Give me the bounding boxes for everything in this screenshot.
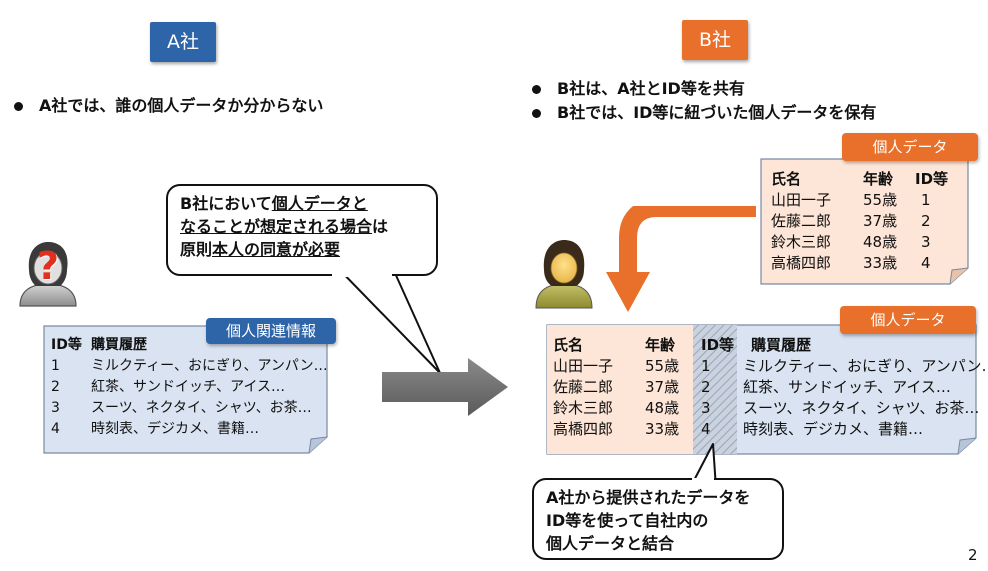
cell-id: 2	[701, 378, 711, 396]
bullet-text: A社では、誰の個人データか分からない	[39, 96, 324, 115]
cell-history: スーツ、ネクタイ、シャツ、お茶…	[743, 399, 980, 417]
b-sheet-top-tag: 個人データ	[842, 133, 978, 161]
callout-tail-join	[332, 273, 392, 277]
unknown-mark: ?	[36, 244, 60, 288]
cell-name: 高橋四郎	[553, 420, 614, 438]
bullet-text: B社では、ID等に紐づいた個人データを保有	[557, 103, 877, 122]
bullet-text: B社は、A社とID等を共有	[557, 79, 745, 98]
transfer-arrow-icon	[382, 358, 508, 416]
table-row: 佐藤二郎 37歳 2	[771, 211, 948, 232]
bullet-dot-icon	[532, 108, 541, 118]
cell-name: 佐藤二郎	[553, 378, 614, 396]
col-name-header: 氏名	[553, 336, 584, 354]
col-history-header: 購買履歴	[91, 337, 147, 353]
callout-text-underlined: なることが想定される場合	[180, 217, 373, 236]
cell-age: 48歳	[645, 399, 680, 417]
table-header: 氏名 年齢 ID等 購買履歴	[553, 335, 988, 356]
cell-age: 37歳	[645, 378, 680, 396]
a-sheet-table: ID等 購買履歴 1 ミルクティー、おにぎり、アンパン… 2 紅茶、サンドイッチ…	[51, 335, 328, 440]
callout-center: B社において個人データと なることが想定される場合は 原則本人の同意が必要	[166, 184, 438, 276]
table-row: 高橋四郎 33歳 4	[771, 253, 948, 274]
callout-text: 個人データと結合	[546, 534, 675, 553]
cell-name: 高橋四郎	[771, 254, 832, 272]
table-row: 佐藤二郎 37歳 2 紅茶、サンドイッチ、アイス…	[553, 377, 988, 398]
callout-text: 原則	[180, 240, 213, 259]
callout-text-underlined: 個人データと	[271, 194, 368, 213]
cell-id: 1	[51, 358, 60, 374]
table-header: ID等 購買履歴	[51, 335, 328, 356]
col-id-header: ID等	[915, 170, 949, 188]
col-age-header: 年齢	[863, 170, 894, 188]
cell-id: 3	[51, 400, 60, 416]
merge-arrow-icon	[606, 206, 756, 312]
cell-history: ミルクティー、おにぎり、アンパン…	[91, 358, 328, 374]
callout-text: は	[372, 217, 389, 236]
b-sheet-combined-table: 氏名 年齢 ID等 購買履歴 山田一子 55歳 1 ミルクティー、おにぎり、アン…	[553, 335, 988, 440]
cell-id: 4	[701, 420, 711, 438]
cell-history: 紅茶、サンドイッチ、アイス…	[743, 378, 951, 396]
col-history-header: 購買履歴	[751, 336, 812, 354]
col-name-header: 氏名	[771, 170, 802, 188]
cell-id: 1	[921, 191, 931, 209]
b-sheet-top-bg	[760, 158, 969, 285]
cell-history: 紅茶、サンドイッチ、アイス…	[91, 379, 286, 395]
cell-age: 55歳	[645, 357, 680, 375]
cell-age: 48歳	[863, 233, 898, 251]
bullet-dot-icon	[14, 101, 23, 111]
company-a-bullets: A社では、誰の個人データか分からない	[14, 94, 323, 118]
b-sheet-top-table: 氏名 年齢 ID等 山田一子 55歳 1 佐藤二郎 37歳 2 鈴木三郎 48歳…	[771, 169, 948, 274]
table-row: 山田一子 55歳 1 ミルクティー、おにぎり、アンパン…	[553, 356, 988, 377]
bullet-dot-icon	[532, 84, 541, 94]
table-row: 2 紅茶、サンドイッチ、アイス…	[51, 377, 328, 398]
company-b-label: B社	[682, 20, 748, 60]
page-number: 2	[968, 546, 978, 564]
cell-name: 鈴木三郎	[553, 399, 614, 417]
cell-name: 鈴木三郎	[771, 233, 832, 251]
cell-id: 2	[921, 212, 931, 230]
cell-id: 3	[701, 399, 711, 417]
table-row: 3 スーツ、ネクタイ、シャツ、お茶…	[51, 398, 328, 419]
table-row: 鈴木三郎 48歳 3	[771, 232, 948, 253]
cell-id: 1	[701, 357, 711, 375]
cell-id: 4	[51, 421, 60, 437]
cell-id: 2	[51, 379, 60, 395]
callout-bottom-tail	[689, 443, 717, 489]
callout-text: A社から提供されたデータを	[546, 488, 751, 507]
cell-age: 33歳	[863, 254, 898, 272]
table-row: 1 ミルクティー、おにぎり、アンパン…	[51, 356, 328, 377]
cell-age: 37歳	[863, 212, 898, 230]
col-id-header: ID等	[51, 337, 82, 353]
unknown-person-icon	[19, 242, 77, 307]
cell-name: 山田一子	[553, 357, 614, 375]
table-row: 鈴木三郎 48歳 3 スーツ、ネクタイ、シャツ、お茶…	[553, 398, 988, 419]
table-row: 高橋四郎 33歳 4 時刻表、デジカメ、書籍…	[553, 419, 988, 440]
callout-text: B社において	[180, 194, 272, 213]
cell-id: 3	[921, 233, 931, 251]
cell-history: スーツ、ネクタイ、シャツ、お茶…	[91, 400, 312, 416]
callout-text-underlined: 本人の同意が必要	[212, 240, 341, 259]
a-sheet-tag: 個人関連情報	[206, 318, 336, 344]
table-header: 氏名 年齢 ID等	[771, 169, 948, 190]
cell-age: 55歳	[863, 191, 898, 209]
person-icon	[535, 240, 593, 309]
col-age-header: 年齢	[645, 336, 676, 354]
callout-text: ID等を使って自社内の	[546, 511, 709, 530]
callout-bottom: A社から提供されたデータを ID等を使って自社内の 個人データと結合	[532, 478, 784, 560]
cell-history: ミルクティー、おにぎり、アンパン…	[743, 357, 988, 375]
company-a-label: A社	[150, 22, 216, 62]
cell-name: 佐藤二郎	[771, 212, 832, 230]
col-id-header: ID等	[701, 336, 735, 354]
cell-id: 4	[921, 254, 931, 272]
callout-bottom-tail-join	[692, 478, 714, 482]
cell-history: 時刻表、デジカメ、書籍…	[91, 421, 259, 437]
cell-name: 山田一子	[771, 191, 832, 209]
b-sheet-combined-bg	[546, 324, 977, 455]
b-sheet-combined-tag: 個人データ	[840, 306, 976, 334]
cell-history: 時刻表、デジカメ、書籍…	[743, 420, 924, 438]
table-row: 4 時刻表、デジカメ、書籍…	[51, 419, 328, 440]
company-b-bullets: B社は、A社とID等を共有 B社では、ID等に紐づいた個人データを保有	[532, 77, 876, 125]
cell-age: 33歳	[645, 420, 680, 438]
table-row: 山田一子 55歳 1	[771, 190, 948, 211]
